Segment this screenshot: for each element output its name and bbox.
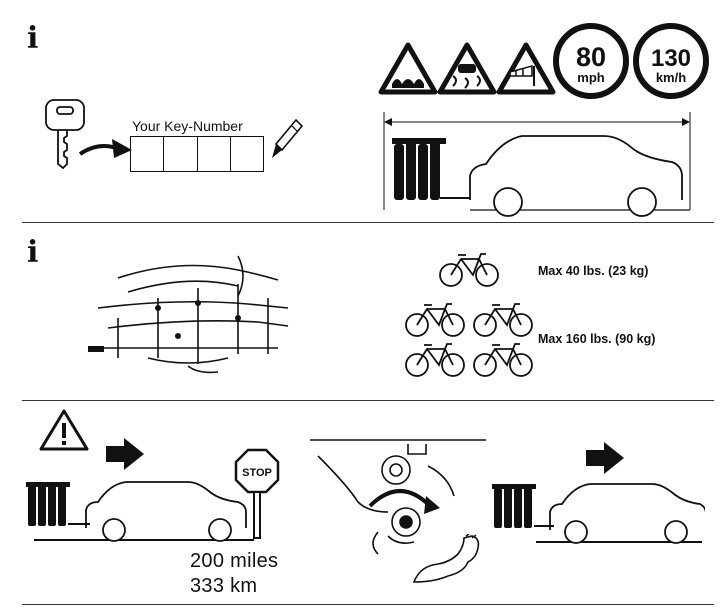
info-icon: i (27, 235, 39, 270)
key-icon (45, 99, 132, 170)
bicycle-icon (405, 303, 465, 337)
info-icon: i (27, 21, 39, 56)
bicycle-icon (473, 343, 533, 377)
distance-miles: 200 miles (190, 550, 279, 572)
bicycle-icon (405, 343, 465, 377)
speed-limit-mph-value: 80 (576, 42, 606, 72)
car-driving-illustration (26, 481, 254, 542)
key-number-box[interactable] (164, 137, 198, 171)
bicycle-icon (439, 253, 499, 287)
marker-pen-icon (272, 118, 304, 158)
stop-sign-text: STOP (242, 467, 272, 479)
strong-arm-icon (412, 534, 480, 583)
key-number-box[interactable] (198, 137, 231, 171)
tighten-knob-illustration (310, 439, 486, 555)
arrow-right-icon (586, 442, 624, 474)
section-divider (22, 604, 714, 605)
section-divider (22, 222, 714, 223)
distance-km: 333 km (190, 575, 258, 597)
key-number-box[interactable] (231, 137, 263, 171)
single-bike-load-label: Max 40 lbs. (23 kg) (538, 264, 649, 278)
key-number-label: Your Key-Number (132, 118, 243, 134)
slippery-road-icon (437, 42, 497, 95)
bumpy-road-icon (378, 42, 438, 95)
crosswind-icon (496, 42, 556, 95)
car-parked-illustration (492, 483, 705, 544)
speed-limit-kmh-sign: 130 km/h (633, 23, 709, 99)
section-divider (22, 400, 714, 401)
bike-carrier-parts-illustration (88, 255, 289, 374)
bicycle-icon (473, 303, 533, 337)
warning-triangle-icon (39, 409, 89, 451)
speed-limit-kmh-value: 130 (651, 45, 691, 72)
key-number-boxes[interactable] (130, 136, 264, 172)
speed-limit-kmh-unit: km/h (656, 70, 686, 85)
arrow-right-icon (106, 438, 144, 470)
speed-limit-mph-unit: mph (577, 70, 605, 85)
total-load-label: Max 160 lbs. (90 kg) (538, 332, 656, 346)
car-with-bike-carrier-illustration (383, 112, 691, 217)
stop-sign-icon: STOP (234, 448, 280, 539)
speed-limit-mph-sign: 80 mph (553, 23, 629, 99)
key-number-box[interactable] (131, 137, 165, 171)
